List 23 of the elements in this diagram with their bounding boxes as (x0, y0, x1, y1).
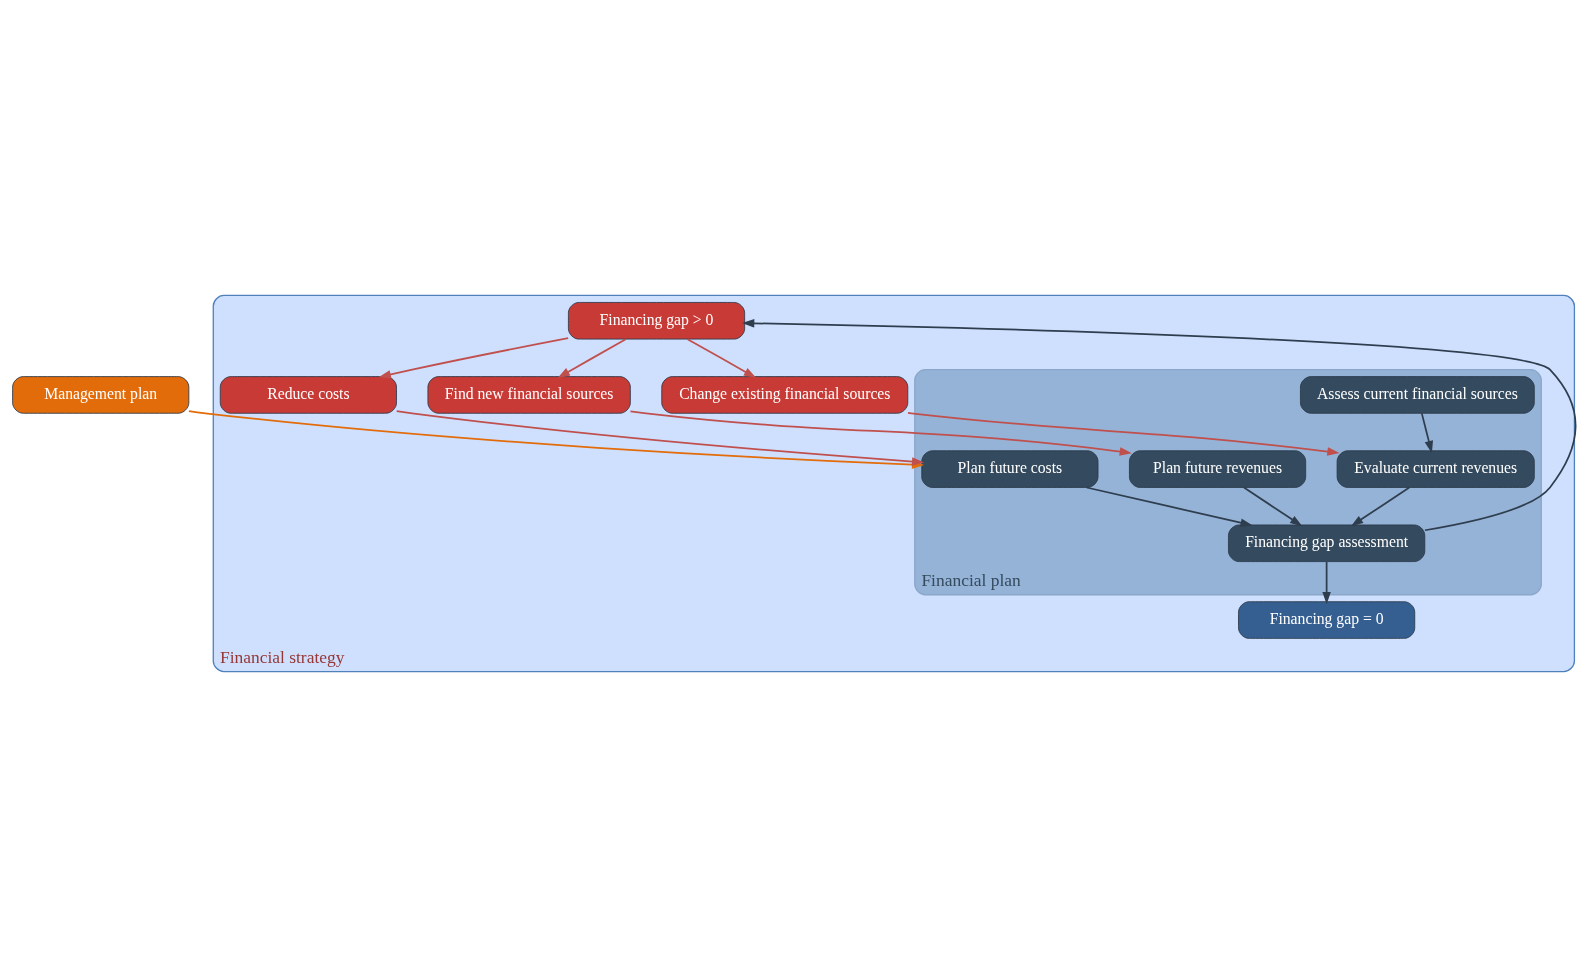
node-box: Plan future revenues (1129, 449, 1307, 488)
node-box: Financing gap assessment (1228, 524, 1426, 562)
node-box: Change existing financial sources (661, 375, 909, 414)
node-box: Evaluate current revenues (1336, 449, 1535, 488)
arrow (742, 318, 1577, 531)
arrow (1420, 411, 1434, 453)
node-box: Financing gap > 0 (567, 301, 746, 340)
arrow (395, 409, 925, 466)
arrow (1322, 560, 1331, 604)
node-box: Find new financial sources (427, 375, 631, 414)
node-box: Reduce costs (219, 375, 397, 414)
arrow (686, 337, 757, 378)
node-box: Assess current financial sources (1300, 375, 1535, 414)
node-box: Financing gap = 0 (1238, 600, 1416, 639)
arrow (1085, 486, 1253, 527)
arrow (1243, 486, 1303, 526)
arrow (378, 336, 570, 379)
arrow (557, 337, 627, 378)
arrow (629, 410, 1132, 456)
arrow (1350, 486, 1411, 526)
node-box: Management plan (12, 375, 190, 414)
node-box: Plan future costs (921, 449, 1099, 488)
arrow (907, 411, 1340, 456)
